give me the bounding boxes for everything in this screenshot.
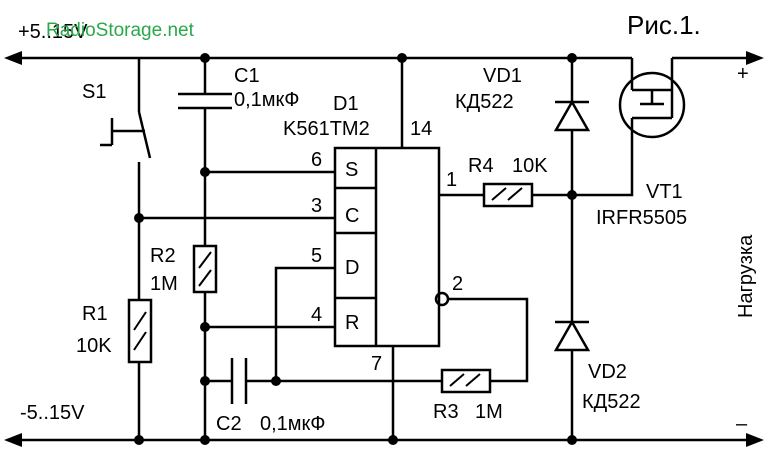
pin-d-num: 5 bbox=[311, 245, 322, 267]
vt1-ref: VT1 bbox=[646, 181, 683, 203]
top-rail bbox=[4, 51, 764, 65]
right-arrow-bottom bbox=[746, 433, 764, 447]
d1-part: K561TM2 bbox=[283, 118, 370, 140]
d1-ref: D1 bbox=[333, 93, 359, 115]
watermark: RadioStorage.net bbox=[46, 20, 195, 41]
right-arrow-top bbox=[746, 51, 764, 65]
pin-r-num: 4 bbox=[311, 304, 322, 326]
left-arrow-top bbox=[4, 51, 22, 65]
r3-value: 1M bbox=[475, 401, 503, 423]
r2-value: 1M bbox=[150, 273, 178, 295]
c2-value: 0,1мкФ bbox=[260, 413, 326, 435]
r2-ref: R2 bbox=[150, 245, 176, 267]
wire-gate bbox=[572, 132, 634, 197]
bottom-rail bbox=[4, 433, 764, 447]
r3-ref: R3 bbox=[433, 401, 459, 423]
resistor-r4 bbox=[439, 182, 572, 208]
vd1-part: КД522 bbox=[455, 91, 514, 113]
d1-pin-vdd: 14 bbox=[410, 118, 432, 140]
vd2-ref: VD2 bbox=[588, 361, 627, 383]
resistor-r1 bbox=[127, 298, 153, 440]
switch-s1 bbox=[100, 58, 152, 300]
chip-d1 bbox=[333, 58, 450, 440]
diode-vd1 bbox=[553, 58, 591, 322]
vt1-part: IRFR5505 bbox=[596, 207, 687, 229]
diode-vd2 bbox=[553, 319, 591, 440]
pin-qn-num: 2 bbox=[452, 273, 463, 295]
c1-value: 0,1мкФ bbox=[234, 89, 300, 111]
resistor-r3 bbox=[440, 297, 529, 394]
vd1-ref: VD1 bbox=[483, 65, 522, 87]
left-arrow-bottom bbox=[4, 433, 22, 447]
pin-s-num: 6 bbox=[311, 149, 322, 171]
r1-value: 10K bbox=[76, 335, 112, 357]
vd2-part: КД522 bbox=[582, 391, 641, 413]
figure-label: Рис.1. bbox=[627, 10, 701, 40]
capacitor-c2 bbox=[205, 358, 442, 404]
pin-c-num: 3 bbox=[311, 195, 322, 217]
wire-pin5 bbox=[274, 266, 335, 381]
pin-c-label: C bbox=[345, 205, 359, 227]
supply-pos-label: +5..15V bbox=[18, 21, 88, 43]
mosfet-vt1 bbox=[618, 58, 686, 139]
r1-ref: R1 bbox=[82, 303, 108, 325]
out-neg-label: – bbox=[736, 413, 748, 435]
pin-q-num: 1 bbox=[446, 169, 457, 191]
out-pos-label: + bbox=[737, 63, 749, 85]
supply-neg-label: -5..15V bbox=[20, 402, 85, 424]
d1-pin-gnd: 7 bbox=[371, 353, 382, 375]
pin-r-label: R bbox=[345, 312, 359, 334]
pin-d-label: D bbox=[345, 257, 359, 279]
c2-ref: C2 bbox=[216, 413, 242, 435]
junction-dots bbox=[134, 53, 577, 445]
r4-value: 10K bbox=[512, 155, 548, 177]
c1-ref: C1 bbox=[234, 65, 260, 87]
r4-ref: R4 bbox=[468, 155, 494, 177]
load-label: Нагрузка bbox=[735, 234, 757, 318]
s1-label: S1 bbox=[82, 81, 106, 103]
pin-s-label: S bbox=[345, 159, 358, 181]
resistor-r2 bbox=[192, 244, 218, 440]
